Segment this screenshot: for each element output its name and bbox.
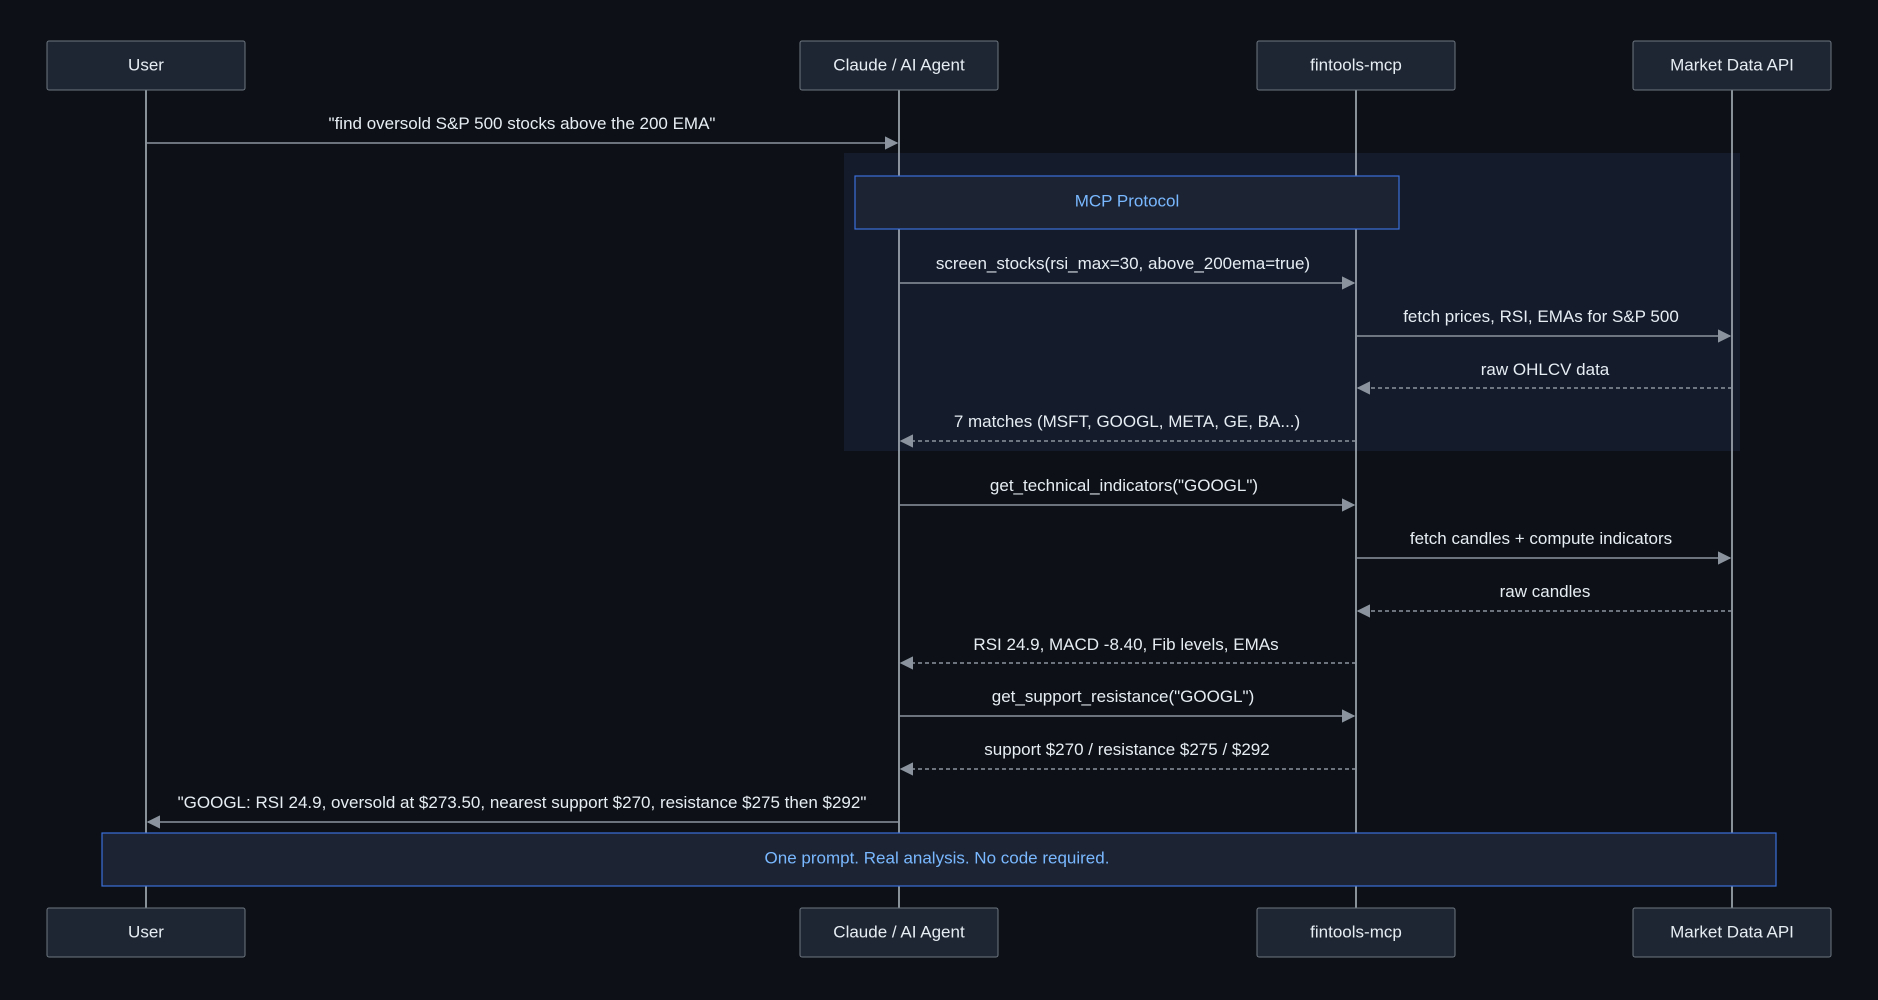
message-4: raw OHLCV data [1356,360,1732,395]
actor-api-top: Market Data API [1632,40,1832,91]
actor-mcp-bottom: fintools-mcp [1256,907,1456,958]
actor-label: User [128,922,164,941]
actor-mcp-top: fintools-mcp [1256,40,1456,91]
actor-label: Claude / AI Agent [833,922,965,941]
message-label: screen_stocks(rsi_max=30, above_200ema=t… [936,254,1310,273]
message-8: raw candles [1356,582,1732,618]
actor-label: Market Data API [1670,922,1794,941]
actor-user-top: User [46,40,246,91]
actor-label: User [128,55,164,74]
message-label: RSI 24.9, MACD -8.40, Fib levels, EMAs [973,635,1278,654]
mcp-protocol-label: MCP Protocol [1075,191,1180,210]
actor-agent-top: Claude / AI Agent [799,40,999,91]
message-label: get_support_resistance("GOOGL") [992,687,1254,706]
message-11: support $270 / resistance $275 / $292 [899,740,1356,776]
message-9: RSI 24.9, MACD -8.40, Fib levels, EMAs [899,635,1356,670]
message-label: "GOOGL: RSI 24.9, oversold at $273.50, n… [178,793,867,812]
summary-note: One prompt. Real analysis. No code requi… [101,832,1777,887]
actor-label: fintools-mcp [1310,55,1402,74]
message-label: raw OHLCV data [1481,360,1610,379]
actor-api-bottom: Market Data API [1632,907,1832,958]
actor-label: fintools-mcp [1310,922,1402,941]
summary-note-label: One prompt. Real analysis. No code requi… [765,848,1110,867]
message-5: 7 matches (MSFT, GOOGL, META, GE, BA...) [899,412,1356,448]
message-label: "find oversold S&P 500 stocks above the … [329,114,716,133]
message-6: get_technical_indicators("GOOGL") [899,476,1356,512]
message-label: fetch prices, RSI, EMAs for S&P 500 [1403,307,1679,326]
message-label: get_technical_indicators("GOOGL") [990,476,1258,495]
actor-label: Market Data API [1670,55,1794,74]
message-10: get_support_resistance("GOOGL") [899,687,1356,723]
actor-agent-bottom: Claude / AI Agent [799,907,999,958]
message-label: fetch candles + compute indicators [1410,529,1672,548]
message-12: "GOOGL: RSI 24.9, oversold at $273.50, n… [146,793,899,829]
mcp-protocol-label-box: MCP Protocol [854,175,1400,230]
message-label: support $270 / resistance $275 / $292 [984,740,1269,759]
message-2: screen_stocks(rsi_max=30, above_200ema=t… [899,254,1356,290]
message-3: fetch prices, RSI, EMAs for S&P 500 [1356,307,1732,343]
message-1: "find oversold S&P 500 stocks above the … [146,114,899,150]
actor-user-bottom: User [46,907,246,958]
message-label: 7 matches (MSFT, GOOGL, META, GE, BA...) [954,412,1300,431]
message-7: fetch candles + compute indicators [1356,529,1732,565]
message-label: raw candles [1500,582,1591,601]
actor-label: Claude / AI Agent [833,55,965,74]
